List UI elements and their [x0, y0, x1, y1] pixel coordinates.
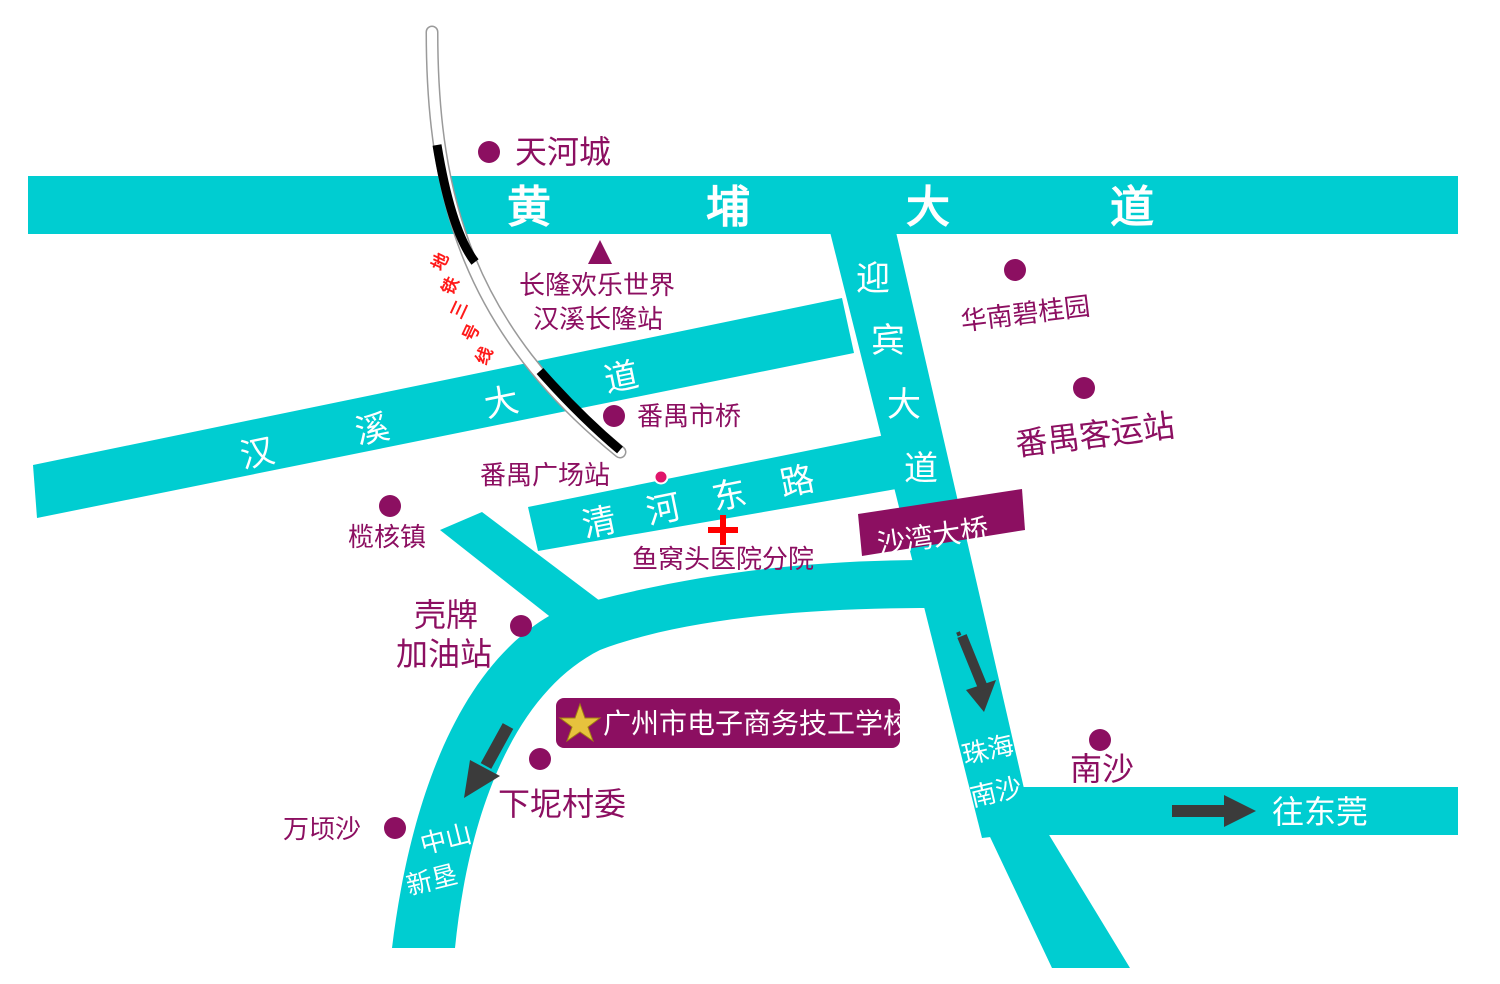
- label-panyu-square-station: 番禺广场站: [480, 461, 610, 491]
- svg-text:三: 三: [447, 298, 472, 322]
- svg-text:铁: 铁: [437, 274, 463, 298]
- svg-text:道: 道: [601, 355, 642, 401]
- svg-text:迎: 迎: [856, 259, 890, 299]
- arrow-south-zhongshan: [464, 723, 514, 798]
- svg-text:榄核镇: 榄核镇: [348, 523, 426, 553]
- road-label-huangpu: 黄 埔 大 道: [507, 182, 1154, 233]
- svg-text:下坭村委: 下坭村委: [498, 785, 626, 823]
- poi-school: 广州市电子商务技工学校: [556, 698, 911, 748]
- svg-text:鱼窝头医院分院: 鱼窝头医院分院: [632, 545, 814, 575]
- arrow-east-dongguan: [1172, 795, 1256, 827]
- svg-text:道: 道: [904, 449, 938, 489]
- poi-panyu-shiqiao: 番禺市桥: [603, 402, 741, 432]
- road-huangpu-avenue: [28, 176, 1458, 234]
- svg-text:汉: 汉: [237, 431, 278, 477]
- svg-text:天河城: 天河城: [515, 133, 611, 171]
- road-qinghe-east: [528, 432, 908, 551]
- arrow-south-yingbin: [956, 631, 996, 712]
- svg-text:加油站: 加油站: [396, 635, 492, 673]
- svg-text:壳牌: 壳牌: [414, 596, 478, 634]
- svg-text:南沙: 南沙: [1070, 750, 1134, 788]
- svg-text:大: 大: [887, 385, 921, 425]
- metro-station-panyu-square: [653, 469, 669, 485]
- svg-text:汉溪长隆站: 汉溪长隆站: [533, 305, 663, 335]
- triangle-marker-icon: [588, 240, 612, 264]
- svg-text:大: 大: [481, 380, 522, 426]
- road-label-yingbin: 迎 宾 大 道: [856, 259, 938, 489]
- road-label-qinghe: 清 河 东 路: [579, 459, 818, 546]
- poi-shawan-bridge: 沙湾大桥: [858, 489, 1025, 561]
- svg-text:埔: 埔: [706, 182, 750, 233]
- road-hanxi-avenue: [33, 298, 854, 518]
- star-icon: [558, 702, 602, 743]
- road-zhongshan-curve: [392, 560, 930, 948]
- road-south-extension: [982, 820, 1130, 968]
- poi-huanan-biguiyuan: 华南碧桂园: [959, 259, 1092, 337]
- svg-text:番禺客运站: 番禺客运站: [1013, 406, 1176, 463]
- svg-text:线: 线: [471, 344, 497, 368]
- poi-hospital: 鱼窝头医院分院: [632, 515, 814, 575]
- svg-text:黄: 黄: [507, 182, 551, 233]
- poi-xiani-village: 下坭村委: [498, 748, 626, 823]
- svg-text:清: 清: [579, 500, 620, 546]
- label-to-dongguan: 往东莞: [1272, 793, 1368, 831]
- poi-panyu-bus-station: 番禺客运站: [1013, 377, 1177, 464]
- poi-nansha: 南沙: [1070, 729, 1134, 788]
- road-label-hanxi: 汉 溪 大 道: [237, 355, 642, 477]
- poi-changlong: 长隆欢乐世界 汉溪长隆站: [519, 240, 675, 335]
- svg-text:番禺市桥: 番禺市桥: [637, 402, 741, 432]
- poi-lanhe: 榄核镇: [348, 495, 426, 553]
- hospital-cross-icon: [708, 515, 738, 545]
- svg-text:东: 东: [709, 473, 750, 519]
- svg-text:道: 道: [1110, 182, 1154, 233]
- svg-text:号: 号: [459, 321, 484, 345]
- road-lanhe-diagonal: [440, 512, 612, 634]
- poi-shell-station: 壳牌 加油站: [396, 596, 532, 673]
- svg-text:长隆欢乐世界: 长隆欢乐世界: [519, 271, 675, 301]
- svg-text:地: 地: [427, 250, 453, 274]
- poi-tianhecheng: 天河城: [478, 133, 611, 171]
- svg-text:路: 路: [777, 459, 818, 505]
- svg-text:溪: 溪: [352, 407, 393, 453]
- metro-line-3: [425, 25, 669, 485]
- svg-text:万顷沙: 万顷沙: [283, 815, 361, 845]
- svg-text:华南碧桂园: 华南碧桂园: [959, 292, 1092, 338]
- poi-wanqingsha: 万顷沙: [283, 815, 406, 845]
- svg-text:广州市电子商务技工学校: 广州市电子商务技工学校: [603, 707, 911, 740]
- svg-text:大: 大: [906, 182, 950, 233]
- svg-text:宾: 宾: [871, 321, 905, 361]
- svg-text:河: 河: [643, 487, 684, 533]
